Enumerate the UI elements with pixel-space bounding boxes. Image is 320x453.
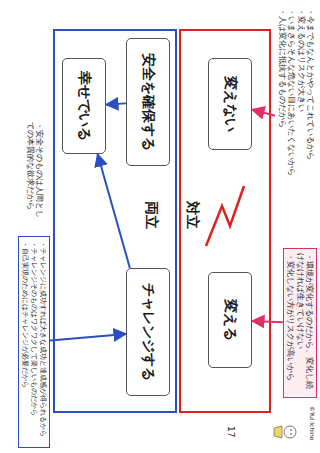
connector-arrow bbox=[252, 321, 283, 322]
page-number: 17 bbox=[226, 424, 236, 439]
choice-box: 変える bbox=[208, 272, 252, 368]
note-text: ・安全そのものは人間としての本質的な欲求だから bbox=[25, 122, 44, 224]
note-text: ・チャレンジに成功すれば大きな成功と達成感が得られるから bbox=[38, 241, 47, 443]
connector-arrow bbox=[252, 110, 276, 116]
choice-box: 変えない bbox=[208, 58, 252, 150]
note-text: ・環境が変化するのだから、変化し続けなければ生きていけない bbox=[295, 253, 314, 393]
box-label: 変えない bbox=[221, 76, 239, 132]
note-text: ・チャレンジそのものはワクワクして楽しいものだから bbox=[30, 241, 39, 443]
balance-frame bbox=[54, 30, 176, 412]
mascot-figure bbox=[274, 426, 296, 438]
goal-box: 幸せでいる bbox=[62, 58, 106, 154]
note-text: ・変化しない方がリスクが高いから bbox=[286, 253, 295, 393]
conflict-frame bbox=[180, 30, 270, 412]
connector-arrow bbox=[50, 334, 126, 341]
note-text: ・自己実現のためにはチャレンジが必要だから bbox=[21, 241, 30, 443]
mascot-eye bbox=[290, 429, 292, 431]
box-label: 幸せでいる bbox=[75, 71, 93, 141]
note-text: ・いまさらそんな危ない目にあいたくないから bbox=[287, 8, 296, 234]
mascot-head bbox=[284, 426, 296, 438]
mascot-body bbox=[274, 426, 282, 438]
mascot-eye bbox=[290, 433, 292, 435]
note-text: ・今までもなんとかやってこれているから bbox=[306, 8, 315, 234]
reason-note: ・今までもなんとかやってこれているから・変えるのはリスクが大きい・いまさらそんな… bbox=[276, 4, 318, 238]
copyright-mark: ©Yui Ichino bbox=[309, 404, 316, 442]
connector-arrow bbox=[106, 103, 126, 104]
note-text: ・人は変化に抵抗するものだから bbox=[278, 8, 287, 234]
box-label: 安全を確保する bbox=[139, 53, 157, 151]
connector-arrow bbox=[98, 154, 130, 268]
reason-note: ・チャレンジに成功すれば大きな成功と達成感が得られるから・チャレンジそのものはワ… bbox=[18, 236, 50, 448]
reason-note: ・環境が変化するのだから、変化し続けなければ生きていけない・変化しない方がリスク… bbox=[283, 248, 317, 398]
choice-box: チャレンジする bbox=[126, 268, 170, 396]
box-label: 変える bbox=[221, 299, 239, 341]
choice-box: 安全を確保する bbox=[126, 38, 170, 166]
relation-label: 対立 bbox=[183, 199, 201, 231]
lightning-symbol bbox=[206, 186, 244, 246]
reason-note: ・安全そのものは人間としての本質的な欲求だから bbox=[23, 118, 46, 228]
box-label: チャレンジする bbox=[139, 283, 157, 381]
note-text: ・変えるのはリスクが大きい bbox=[296, 8, 305, 234]
relation-label: 両立 bbox=[142, 199, 160, 231]
